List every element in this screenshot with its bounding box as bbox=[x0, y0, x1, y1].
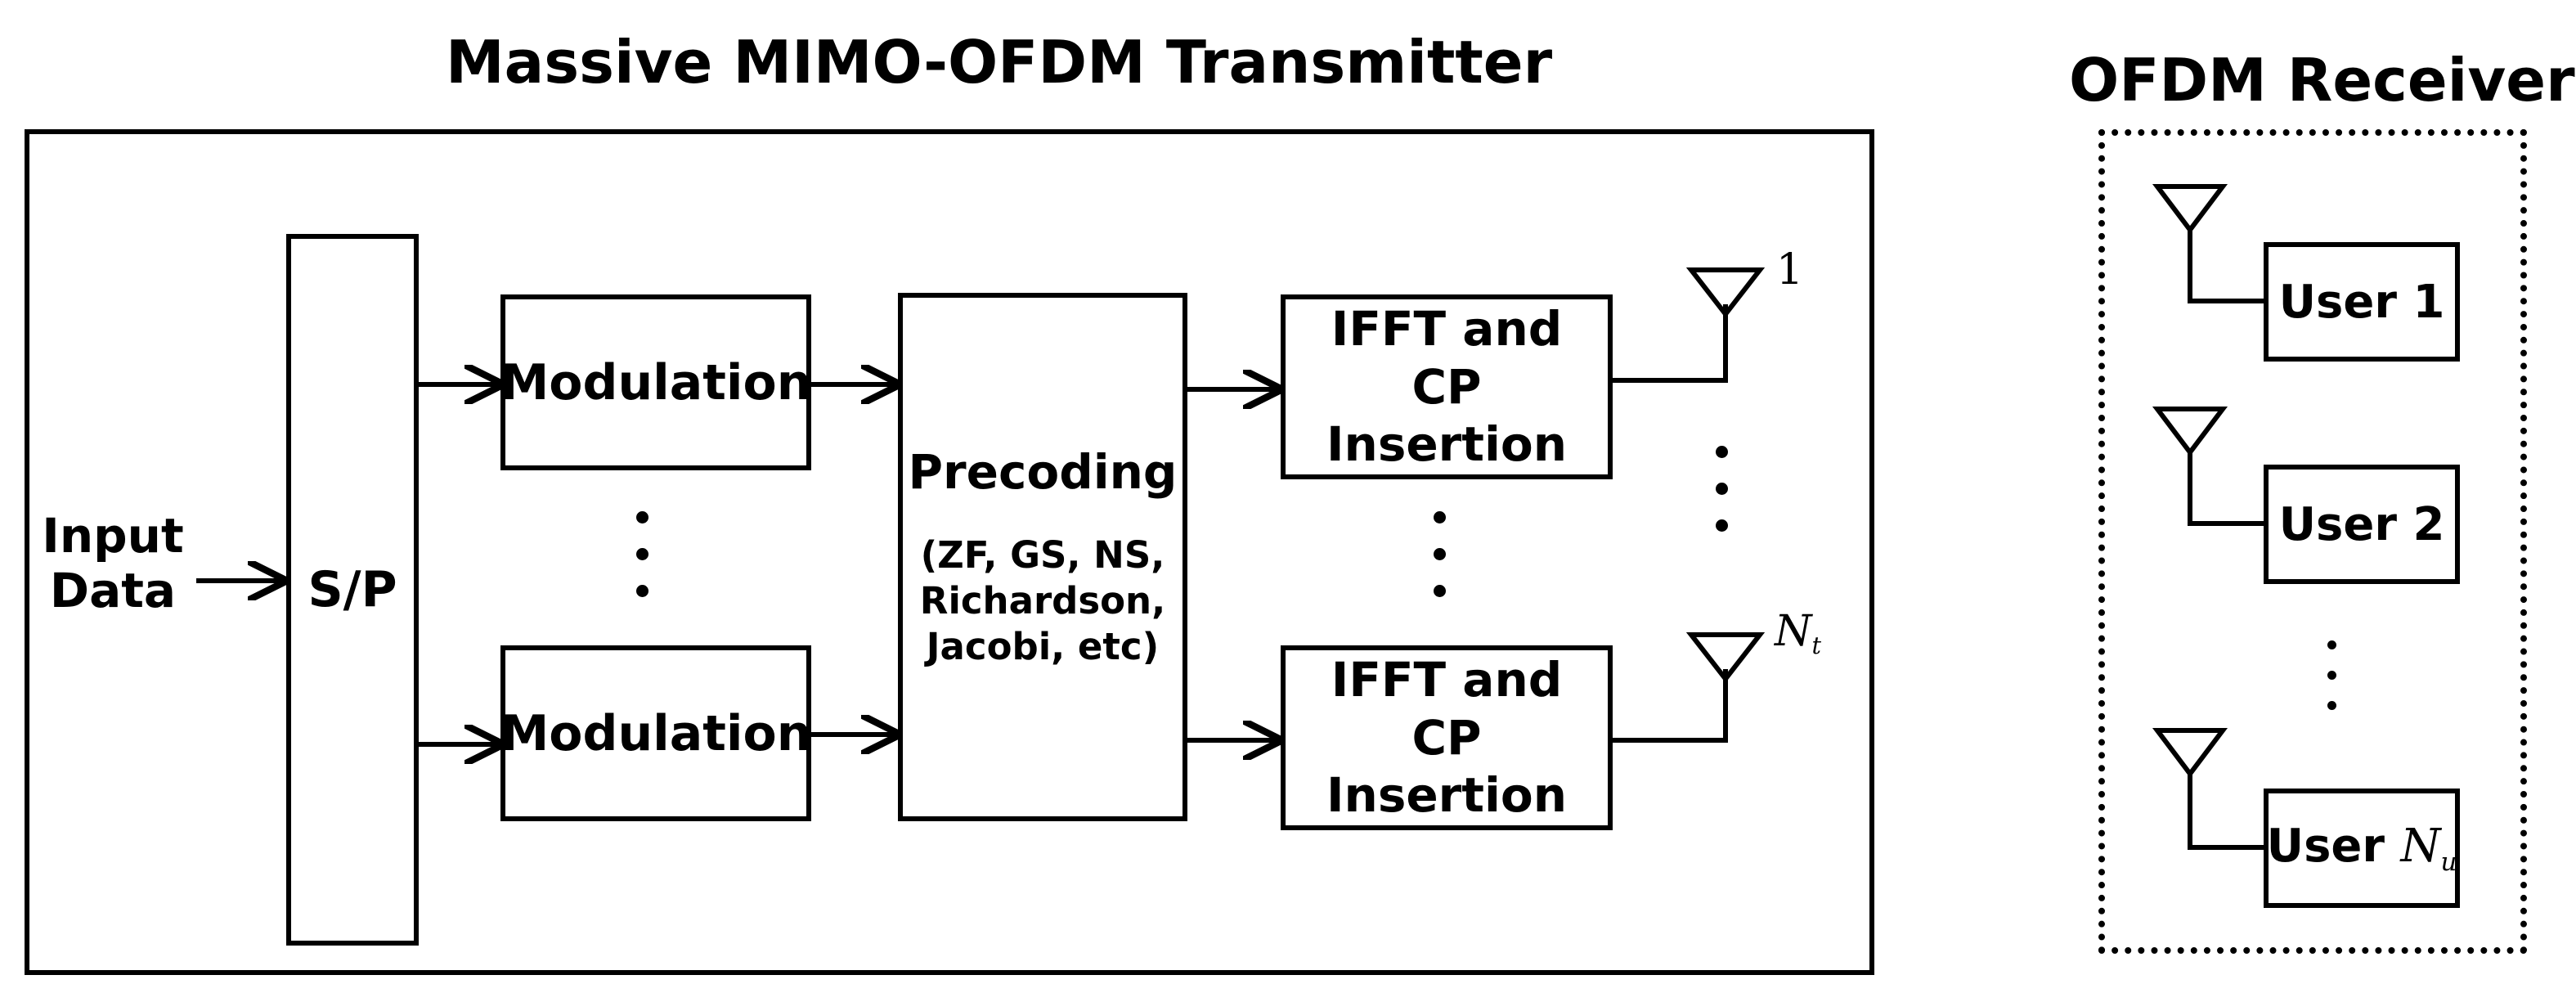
sp-label: S/P bbox=[307, 561, 397, 618]
user-ellipsis bbox=[2327, 630, 2336, 721]
line-ifft-top-to-antenna bbox=[1611, 304, 1728, 383]
precoding-methods-line2: Richardson, bbox=[919, 578, 1166, 622]
ifft-block-bottom: IFFT and CP Insertion bbox=[1281, 645, 1613, 830]
user-n-prefix: User bbox=[2266, 820, 2401, 874]
antenna-top-label: 1 bbox=[1776, 245, 1804, 294]
ifft-top-line1: IFFT and bbox=[1331, 300, 1563, 357]
rx-antenna-n-icon bbox=[2152, 728, 2228, 778]
user-2-label: User 2 bbox=[2278, 497, 2445, 551]
ifft-ellipsis bbox=[1434, 499, 1446, 609]
user-n-sub: u bbox=[2440, 847, 2457, 877]
antenna-bottom-var: N bbox=[1775, 607, 1812, 656]
user-2-box: User 2 bbox=[2264, 465, 2460, 584]
precoding-block: Precoding (ZF, GS, NS, Richardson, Jacob… bbox=[898, 293, 1187, 821]
user-1-box: User 1 bbox=[2264, 242, 2460, 362]
modulation-bottom-label: Modulation bbox=[500, 704, 812, 762]
antenna-bottom-icon bbox=[1685, 632, 1766, 683]
input-label-line1: Input bbox=[42, 508, 184, 564]
user-n-var: N bbox=[2400, 820, 2441, 874]
precoding-methods-line3: Jacobi, etc) bbox=[926, 625, 1160, 669]
receiver-title: OFDM Receiver bbox=[2069, 46, 2575, 115]
ifft-top-line2: CP Insertion bbox=[1326, 358, 1568, 473]
ifft-bottom-line2: CP Insertion bbox=[1326, 709, 1568, 824]
rx-line-2 bbox=[2188, 452, 2265, 526]
sp-block: S/P bbox=[286, 234, 419, 946]
user-n-label: User Nu bbox=[2267, 820, 2457, 877]
modulation-ellipsis bbox=[636, 499, 648, 609]
rx-antenna-1-icon bbox=[2152, 184, 2228, 234]
input-data-label: Input Data bbox=[31, 509, 195, 618]
antenna-top-icon bbox=[1685, 267, 1766, 318]
modulation-top-label: Modulation bbox=[500, 353, 812, 411]
transmitter-title: Massive MIMO-OFDM Transmitter bbox=[446, 28, 1553, 97]
antenna-ellipsis bbox=[1716, 434, 1728, 544]
ifft-bottom-line1: IFFT and bbox=[1331, 651, 1563, 708]
input-label-line2: Data bbox=[49, 562, 177, 618]
modulation-block-bottom: Modulation bbox=[500, 645, 811, 821]
line-ifft-bottom-to-antenna bbox=[1611, 669, 1728, 743]
ifft-block-top: IFFT and CP Insertion bbox=[1281, 294, 1613, 479]
rx-line-1 bbox=[2188, 230, 2265, 303]
user-n-box: User Nu bbox=[2264, 789, 2460, 908]
precoding-title: Precoding bbox=[908, 443, 1178, 500]
antenna-bottom-label: Nt bbox=[1775, 607, 1821, 659]
rx-line-n bbox=[2188, 774, 2265, 850]
antenna-bottom-sub: t bbox=[1811, 631, 1822, 659]
rx-antenna-2-icon bbox=[2152, 407, 2228, 456]
precoding-methods-line1: (ZF, GS, NS, bbox=[920, 532, 1165, 577]
modulation-block-top: Modulation bbox=[500, 294, 811, 470]
user-1-label: User 1 bbox=[2278, 275, 2445, 329]
